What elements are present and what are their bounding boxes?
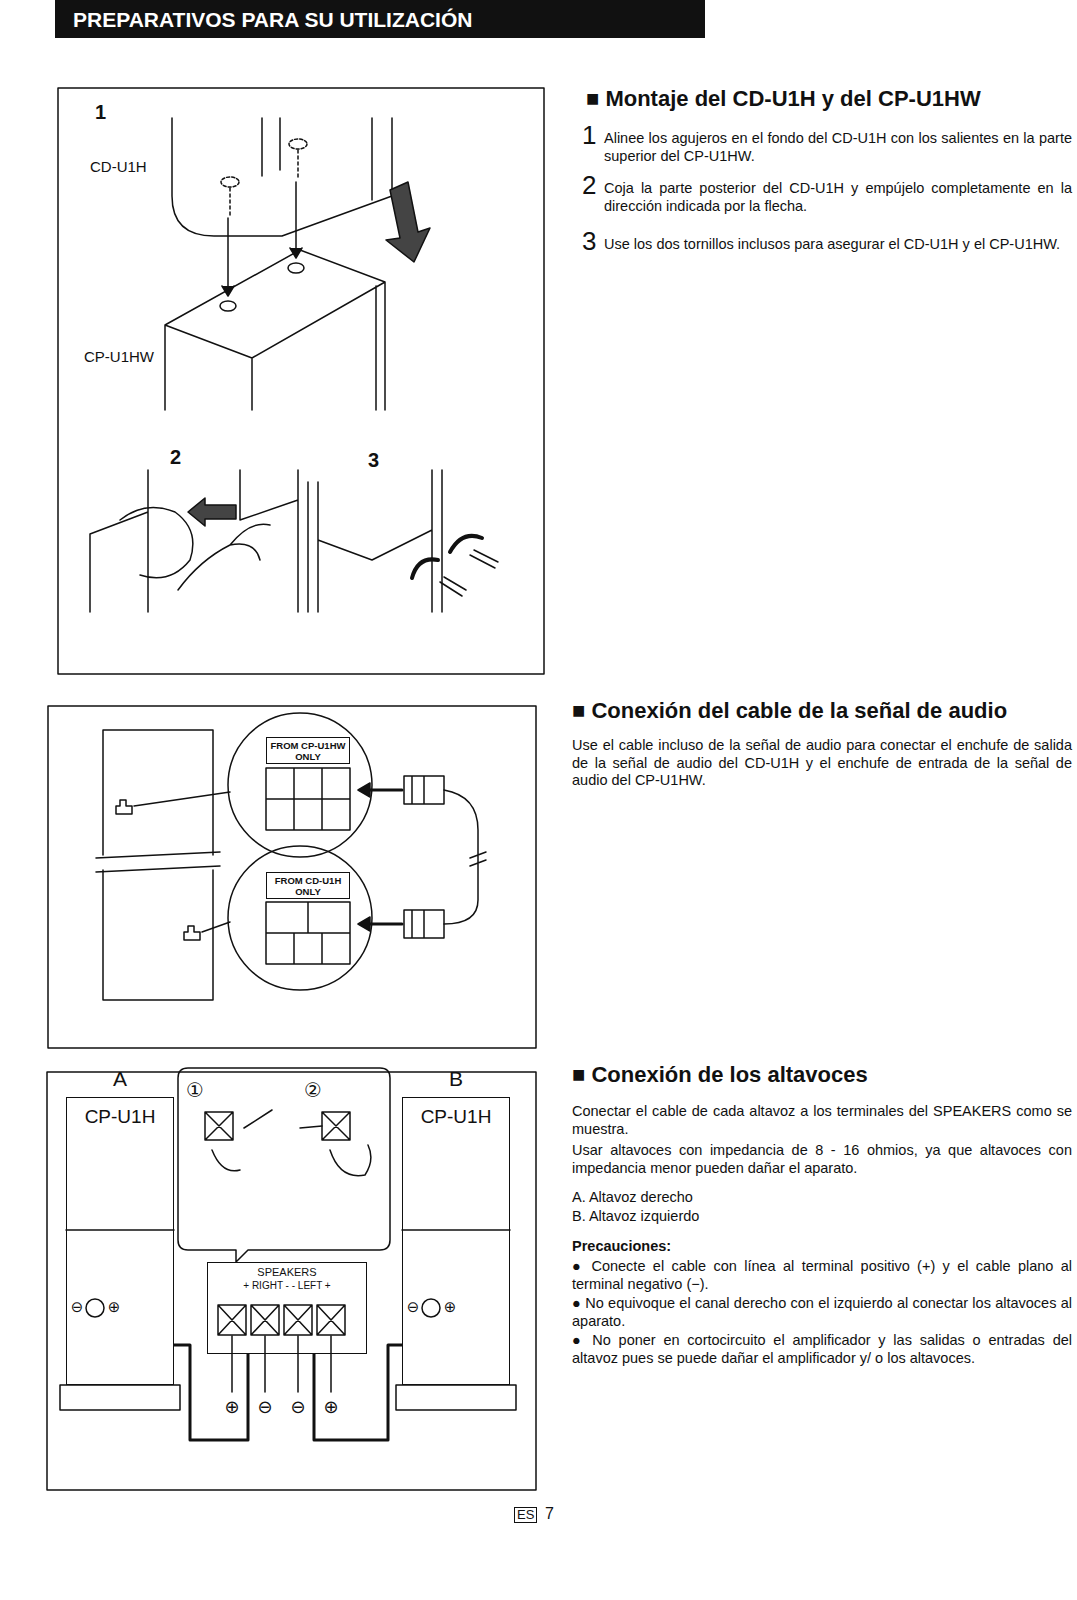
magnifier-circle (228, 846, 372, 990)
figure-frame (58, 88, 544, 674)
label: 3 (582, 228, 596, 254)
speaker-wire (174, 1345, 248, 1440)
speaker-divider (66, 1229, 510, 1231)
label: ⊖ (254, 1396, 276, 1418)
peg (220, 301, 236, 311)
hole (221, 177, 239, 187)
label: ⊕ (442, 1298, 458, 1316)
magnifier-circle (228, 713, 372, 857)
label: ES (514, 1507, 537, 1523)
body-text: Use el cable incluso de la señal de audi… (572, 737, 1072, 790)
screw (440, 550, 498, 596)
body-text: Alinee los agujeros en el fondo del CD-U… (604, 130, 1072, 165)
callout-bubble (178, 1068, 390, 1262)
leader-line (134, 792, 230, 932)
label: ⊕ (106, 1298, 122, 1316)
body-text: Use los dos tornillos inclusos para aseg… (604, 236, 1072, 254)
box-label: FROM CP-U1HW ONLY (267, 738, 349, 764)
unit-sketch (90, 470, 298, 612)
speaker-letter: B (403, 1066, 509, 1091)
body-text: ● No equivoque el canal derecho con el i… (572, 1295, 1072, 1330)
cd-unit-detail (262, 118, 372, 200)
speaker-letter: A (67, 1066, 173, 1091)
body-text: Conectar el cable de cada altavoz a los … (572, 1103, 1072, 1138)
wire-line (314, 1345, 402, 1440)
hole (289, 139, 307, 149)
wire-line (174, 1345, 248, 1440)
terminal-sketch (205, 1112, 350, 1140)
label: ⊖ (405, 1298, 421, 1316)
body-text: ● No poner en cortocircuito el amplifica… (572, 1332, 1072, 1367)
guide-arrow (228, 182, 296, 294)
body-text: Precauciones: (572, 1238, 1072, 1256)
panel-terminal (218, 1305, 345, 1335)
section-heading: ■ Conexión del cable de la señal de audi… (572, 698, 1072, 725)
label: ⊕ (221, 1396, 243, 1418)
section-header-band: PREPARATIVOS PARA SU UTILIZACIÓN (55, 0, 705, 38)
body-text: Coja la parte posterior del CD-U1H y emp… (604, 180, 1072, 215)
socket-grid (266, 902, 350, 964)
turn-arrow (412, 536, 482, 578)
jack-symbol (116, 800, 200, 940)
push-arrow (386, 182, 430, 262)
unit-outline (103, 730, 213, 1000)
speaker-box: ACP-U1H (66, 1097, 174, 1385)
body-text: ● Conecte el cable con línea al terminal… (572, 1258, 1072, 1293)
peg (288, 263, 304, 273)
box-label: CP-U1H (67, 1106, 173, 1129)
body-text: Usar altavoces con impedancia de 8 - 16 … (572, 1142, 1072, 1177)
connector-tag: FROM CP-U1HW ONLY (266, 737, 350, 764)
body-text: B. Altavoz izquierdo (572, 1208, 1072, 1226)
speaker-terminal (86, 1299, 104, 1317)
label: ⊕ (320, 1396, 342, 1418)
hand-sketch (212, 1110, 371, 1176)
plug-arrow (362, 790, 402, 924)
guide-line (230, 150, 298, 215)
unit-sketch (308, 470, 442, 612)
speaker-stand (396, 1385, 516, 1410)
speaker-box: BCP-U1H (402, 1097, 510, 1385)
label: 3 (368, 448, 379, 472)
socket-grid (266, 768, 350, 830)
section-heading: ■ Montaje del CD-U1H y del CP-U1HW (586, 86, 1071, 113)
box-label: + RIGHT - - LEFT + (208, 1279, 366, 1292)
label: CP-U1HW (84, 348, 154, 366)
box-label: SPEAKERS (208, 1266, 366, 1279)
box-label: FROM CD-U1H ONLY (267, 873, 349, 899)
cd-unit-outline (172, 118, 392, 236)
figure-frame (48, 706, 536, 1048)
label: ⊖ (287, 1396, 309, 1418)
label: ⊖ (69, 1298, 85, 1316)
speaker-wire (314, 1345, 402, 1440)
section-heading: ■ Conexión de los altavoces (572, 1062, 1072, 1089)
box-label: CP-U1H (403, 1106, 509, 1129)
label: 2 (170, 445, 181, 469)
cable (444, 790, 486, 924)
label: ① (186, 1078, 204, 1102)
body-text: A. Altavoz derecho (572, 1189, 1072, 1207)
label: 2 (582, 172, 596, 198)
cp-unit-outline (165, 250, 385, 410)
speaker-terminal (422, 1299, 440, 1317)
figure-frame (47, 1072, 536, 1490)
label: ② (304, 1078, 322, 1102)
label: 7 (545, 1504, 554, 1524)
connector-tag: FROM CD-U1H ONLY (266, 872, 350, 899)
plug (404, 776, 444, 938)
break-mark (96, 852, 220, 872)
push-arrow (188, 498, 236, 526)
speaker-stand (60, 1385, 180, 1410)
label: 1 (95, 100, 106, 124)
label: 1 (582, 122, 596, 148)
arrow-head (358, 783, 370, 931)
terminal-panel: SPEAKERS+ RIGHT - - LEFT + (207, 1262, 367, 1354)
line-art (47, 88, 544, 1490)
label: CD-U1H (90, 158, 147, 176)
hand (120, 508, 270, 591)
